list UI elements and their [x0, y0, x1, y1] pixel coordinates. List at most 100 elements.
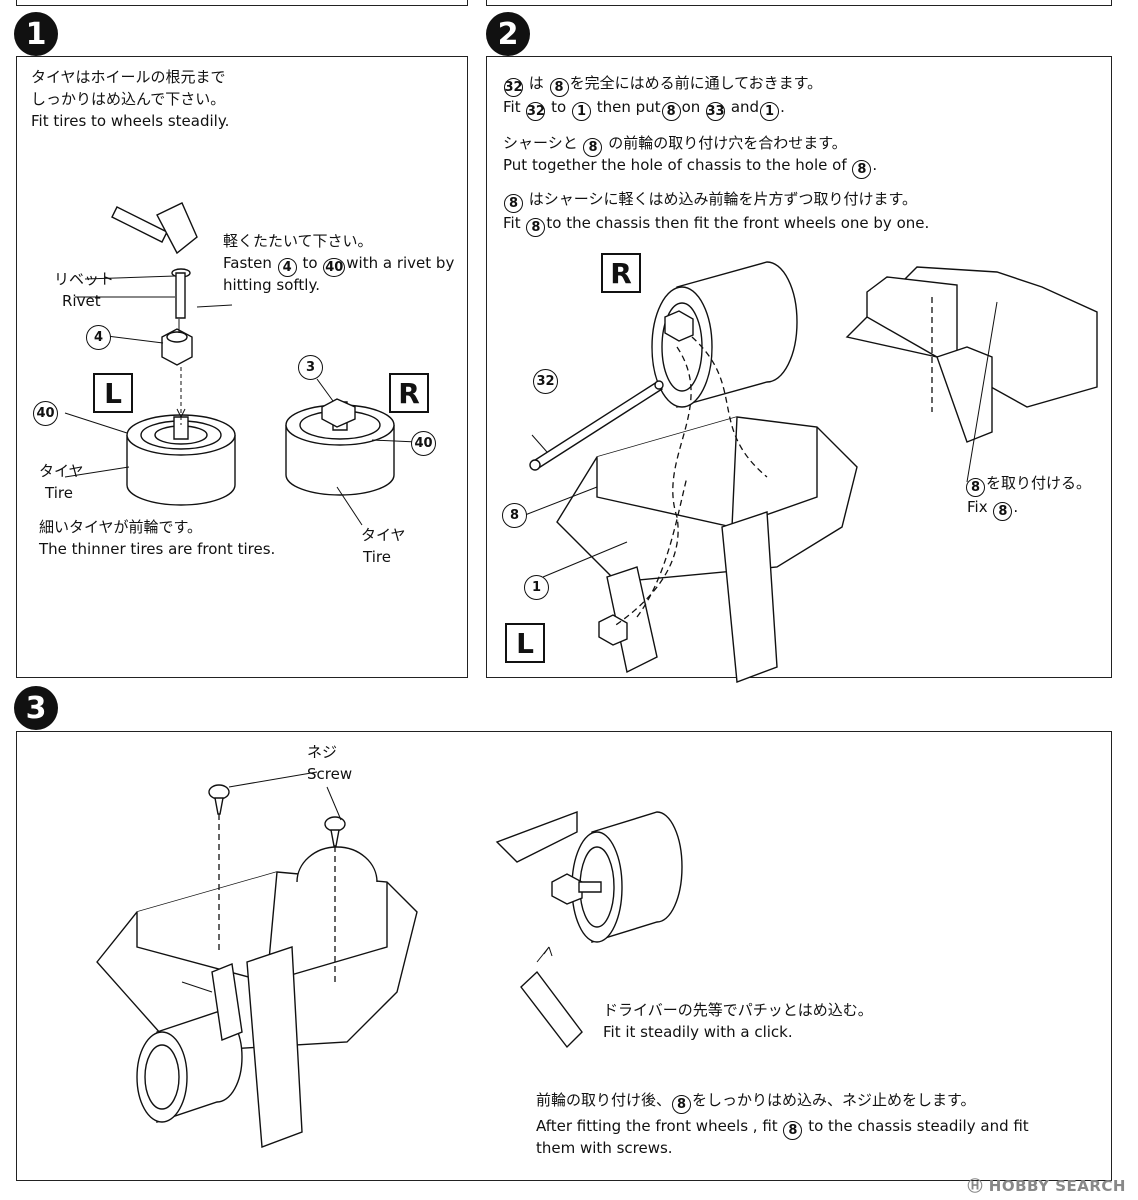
step-2-l2-part-33: 33 [706, 102, 726, 121]
prev-panel-edge-right [486, 0, 1112, 6]
step-2-l5-text: はシャーシに軽くはめ込み前輪を片方ずつ取り付けます。 [528, 190, 917, 208]
step-2-line-5: 8 はシャーシに軽くはめ込み前輪を片方ずつ取り付けます。 [503, 189, 917, 213]
step-2-part-8-a: 8 [549, 78, 569, 97]
hammer-en-note-line-2: hitting softly. [223, 276, 320, 294]
after-jp-b: をしっかりはめ込み、ネジ止めをします。 [692, 1091, 976, 1109]
fix-dot: . [1013, 498, 1019, 516]
step-2-l2-part-1: 1 [572, 102, 591, 121]
screw-jp-label: ネジ [307, 743, 338, 761]
step-2-l2-part-8: 8 [661, 102, 681, 121]
step-2-l4-part-8: 8 [852, 160, 872, 179]
right-mark-step-2: R [601, 253, 641, 293]
step-1-en-title: Fit tires to wheels steadily. [31, 112, 230, 130]
after-en-line-2: them with screws. [536, 1139, 673, 1157]
after-part-8-a: 8 [672, 1095, 692, 1114]
step-2-l4-b: . [872, 156, 878, 174]
right-mark-step-1: R [389, 373, 429, 413]
after-en-b: to the chassis steadily and fit [808, 1117, 1029, 1135]
hammer-jp-note: 軽くたたいて下さい。 [223, 232, 373, 250]
step-2-l2-e: and [730, 98, 760, 116]
part-40-badge-left: 40 [33, 401, 58, 426]
hammer-part-4: 4 [277, 258, 297, 277]
hammer-en-to: to [302, 254, 318, 272]
hammer-head-icon [157, 203, 197, 253]
step-3-badge: 3 [14, 686, 58, 730]
after-en-a: After fitting the front wheels , fit [536, 1117, 778, 1135]
after-jp-a: 前輪の取り付け後、 [536, 1091, 672, 1109]
step-1-jp-line-2: しっかりはめ込んで下さい。 [31, 90, 226, 108]
tire-jp-left: タイヤ [39, 462, 84, 480]
fix-jp-text: を取り付ける。 [986, 474, 1092, 492]
step-2-line-4: Put together the hole of chassis to the … [503, 155, 877, 179]
hammer-en-rivet: with a rivet by [346, 254, 455, 272]
part-32-badge: 32 [533, 369, 558, 394]
left-mark-step-1: L [93, 373, 133, 413]
fix-part-8-b: 8 [993, 502, 1013, 521]
fix-8-en: Fix 8. [967, 497, 1018, 521]
step-2-l2-part-32: 32 [526, 102, 546, 121]
rivet-jp-label: リベット [54, 270, 115, 288]
driver-jp-note: ドライバーの先等でパチッとはめ込む。 [603, 1001, 873, 1019]
wheel-assembly-illustration [17, 57, 469, 677]
step-2-l2-d: on [681, 98, 701, 116]
step-2-l3-b: の前輪の取り付け穴を合わせます。 [608, 134, 847, 152]
step-2-part-32-a: 32 [504, 78, 523, 97]
chassis-front-assembly-illustration [487, 57, 1113, 677]
hammer-part-40: 40 [323, 258, 346, 277]
step-2-l5-part-8: 8 [504, 194, 523, 213]
watermark-logo: Ⓗ [967, 1177, 984, 1195]
screw-icon-left [209, 785, 229, 799]
after-part-8-b: 8 [783, 1121, 803, 1140]
step-3-panel: ネジ Screw [16, 731, 1112, 1181]
screwdriver-icon [521, 972, 582, 1047]
step-2-l1-a: は [528, 74, 544, 92]
front-tire-en-note: The thinner tires are front tires. [39, 540, 276, 558]
step-2-l3-part-8: 8 [583, 138, 603, 157]
after-en-line-1: After fitting the front wheels , fit 8 t… [536, 1116, 1029, 1140]
fix-part-8-a: 8 [966, 478, 985, 497]
fix-en-text: Fix [967, 498, 988, 516]
rivet-en-label: Rivet [62, 292, 101, 310]
tire-jp-right: タイヤ [361, 526, 406, 544]
hammer-handle-icon [112, 207, 167, 242]
step-1-badge: 1 [14, 12, 58, 56]
step-2-l2-f: . [780, 98, 785, 116]
step-1-panel: タイヤはホイールの根元まで しっかりはめ込んで下さい。 Fit tires to… [16, 56, 468, 678]
tire-en-right: Tire [363, 548, 391, 566]
step-2-line-3: シャーシと 8 の前輪の取り付け穴を合わせます。 [503, 133, 847, 157]
step-2-l3-a: シャーシと [503, 134, 578, 152]
prev-panel-edge-left [16, 0, 468, 6]
screw-icon-right [325, 817, 345, 831]
part-4-badge: 4 [86, 325, 111, 350]
step-2-l6-b: to the chassis then fit the front wheels… [546, 214, 930, 232]
screw-en-label: Screw [307, 765, 353, 783]
step-2-l2-a: Fit [503, 98, 521, 116]
step-2-l2-c: then put [596, 98, 661, 116]
step-2-l6-part-8: 8 [526, 218, 546, 237]
watermark-text: HOBBY SEARCH [988, 1177, 1126, 1195]
screw-fixing-illustration [17, 732, 1113, 1180]
part-1-badge: 1 [524, 575, 549, 600]
hammer-en-fasten: Fasten [223, 254, 272, 272]
watermark: Ⓗ HOBBY SEARCH [968, 1175, 1126, 1196]
left-mark-step-2: L [505, 623, 545, 663]
part-8-badge: 8 [502, 503, 527, 528]
front-tire-jp-note: 細いタイヤが前輪です。 [39, 518, 203, 536]
part-40-badge-right: 40 [411, 431, 436, 456]
step-2-badge: 2 [486, 12, 530, 56]
step-2-l6-a: Fit [503, 214, 521, 232]
tire-en-left: Tire [45, 484, 73, 502]
step-2-l1-b: を完全にはめる前に通しておきます。 [569, 74, 823, 92]
step-2-l2-part-1b: 1 [760, 102, 780, 121]
step-2-l2-b: to [551, 98, 567, 116]
step-1-jp-line-1: タイヤはホイールの根元まで [31, 68, 226, 86]
step-2-l4-a: Put together the hole of chassis to the … [503, 156, 847, 174]
part-3-badge: 3 [298, 355, 323, 380]
